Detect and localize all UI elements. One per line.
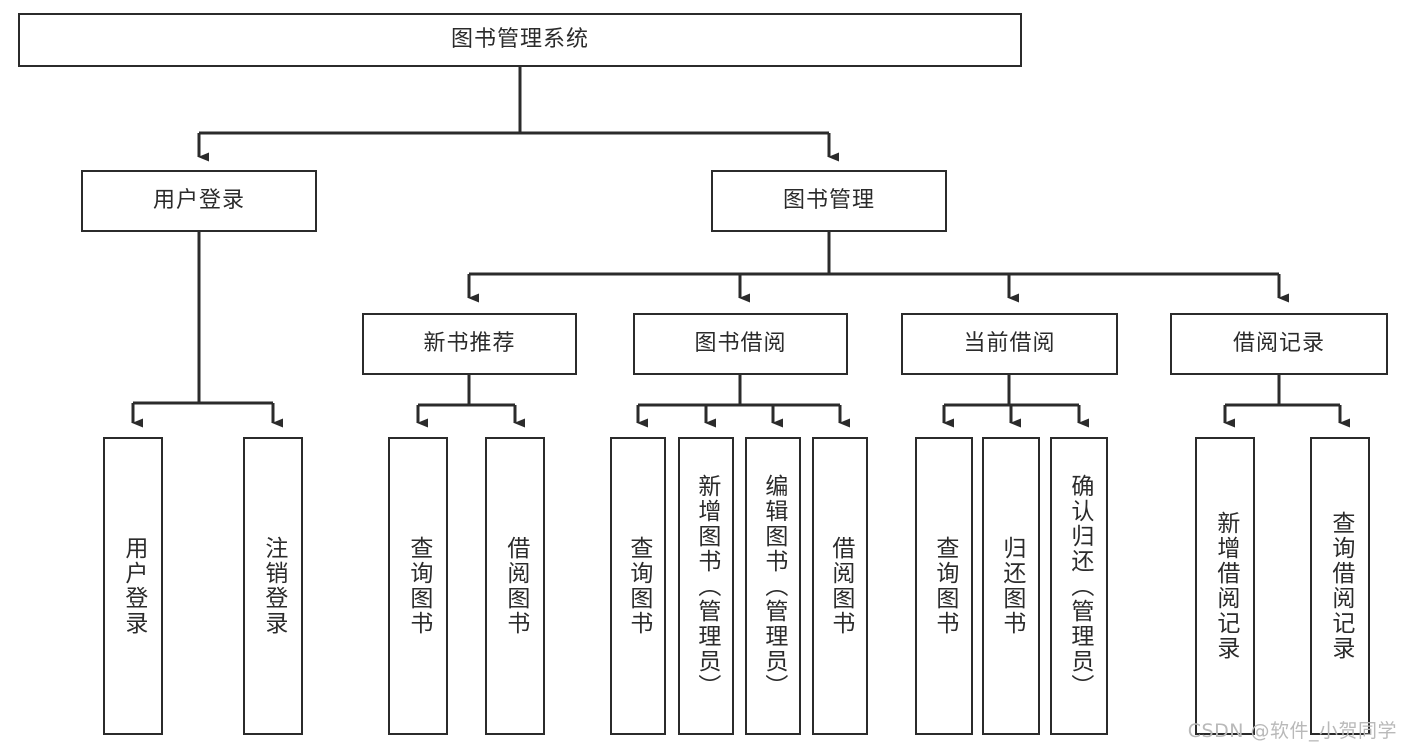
node-leaf-borrow-book-rec[interactable]: 借阅图书 xyxy=(485,437,545,735)
node-leaf-user-login[interactable]: 用户登录 xyxy=(103,437,163,735)
node-leaf-add-borrow-record-label: 新增借阅记录 xyxy=(1212,511,1239,661)
node-user-login-label: 用户登录 xyxy=(152,187,245,213)
node-root-label: 图书管理系统 xyxy=(450,26,589,52)
node-leaf-borrow-book[interactable]: 借阅图书 xyxy=(812,437,868,735)
node-book-borrow-label: 图书借阅 xyxy=(694,330,787,356)
node-leaf-query-book-rec-label: 查询图书 xyxy=(405,536,432,636)
node-leaf-query-borrow-record[interactable]: 查询借阅记录 xyxy=(1310,437,1370,735)
node-leaf-query-book-current-label: 查询图书 xyxy=(931,536,958,636)
edge-group-borrow-record xyxy=(1223,375,1350,428)
edge-group-new-book-rec xyxy=(416,375,525,428)
csdn-watermark: CSDN @软件_小贺同学 xyxy=(1187,720,1397,742)
node-leaf-add-book-admin[interactable]: 新增图书（管理员） xyxy=(678,437,734,735)
node-leaf-borrow-book-rec-label: 借阅图书 xyxy=(502,536,529,636)
node-leaf-user-login-label: 用户登录 xyxy=(120,536,147,636)
node-leaf-query-book-rec[interactable]: 查询图书 xyxy=(388,437,448,735)
node-root[interactable]: 图书管理系统 xyxy=(18,13,1022,67)
node-leaf-user-logout-label: 注销登录 xyxy=(260,536,287,636)
node-book-borrow[interactable]: 图书借阅 xyxy=(633,313,848,375)
edge-group-book-manage xyxy=(467,232,1289,303)
node-leaf-confirm-return-admin-label: 确认归还（管理员） xyxy=(1066,473,1093,699)
node-new-book-rec[interactable]: 新书推荐 xyxy=(362,313,577,375)
node-leaf-query-book-borrow-label: 查询图书 xyxy=(625,536,652,636)
node-leaf-query-book-current[interactable]: 查询图书 xyxy=(915,437,973,735)
edge-group-root xyxy=(197,67,839,162)
node-leaf-return-book[interactable]: 归还图书 xyxy=(982,437,1040,735)
node-leaf-user-logout[interactable]: 注销登录 xyxy=(243,437,303,735)
node-leaf-confirm-return-admin[interactable]: 确认归还（管理员） xyxy=(1050,437,1108,735)
node-leaf-add-borrow-record[interactable]: 新增借阅记录 xyxy=(1195,437,1255,735)
node-leaf-return-book-label: 归还图书 xyxy=(998,536,1025,636)
edge-group-book-borrow xyxy=(636,375,850,428)
node-book-manage-label: 图书管理 xyxy=(782,187,875,213)
node-borrow-record[interactable]: 借阅记录 xyxy=(1170,313,1388,375)
edge-group-user-login xyxy=(131,232,283,428)
node-leaf-edit-book-admin-label: 编辑图书（管理员） xyxy=(760,473,787,699)
node-current-borrow-label: 当前借阅 xyxy=(963,330,1056,356)
node-leaf-add-book-admin-label: 新增图书（管理员） xyxy=(693,473,720,699)
node-leaf-query-borrow-record-label: 查询借阅记录 xyxy=(1327,511,1354,661)
node-user-login[interactable]: 用户登录 xyxy=(81,170,317,232)
node-leaf-borrow-book-label: 借阅图书 xyxy=(827,536,854,636)
node-new-book-rec-label: 新书推荐 xyxy=(423,330,516,356)
node-current-borrow[interactable]: 当前借阅 xyxy=(901,313,1118,375)
node-borrow-record-label: 借阅记录 xyxy=(1232,330,1325,356)
edge-group-current-borrow xyxy=(942,375,1089,428)
node-book-manage[interactable]: 图书管理 xyxy=(711,170,947,232)
node-leaf-query-book-borrow[interactable]: 查询图书 xyxy=(610,437,666,735)
node-leaf-edit-book-admin[interactable]: 编辑图书（管理员） xyxy=(745,437,801,735)
